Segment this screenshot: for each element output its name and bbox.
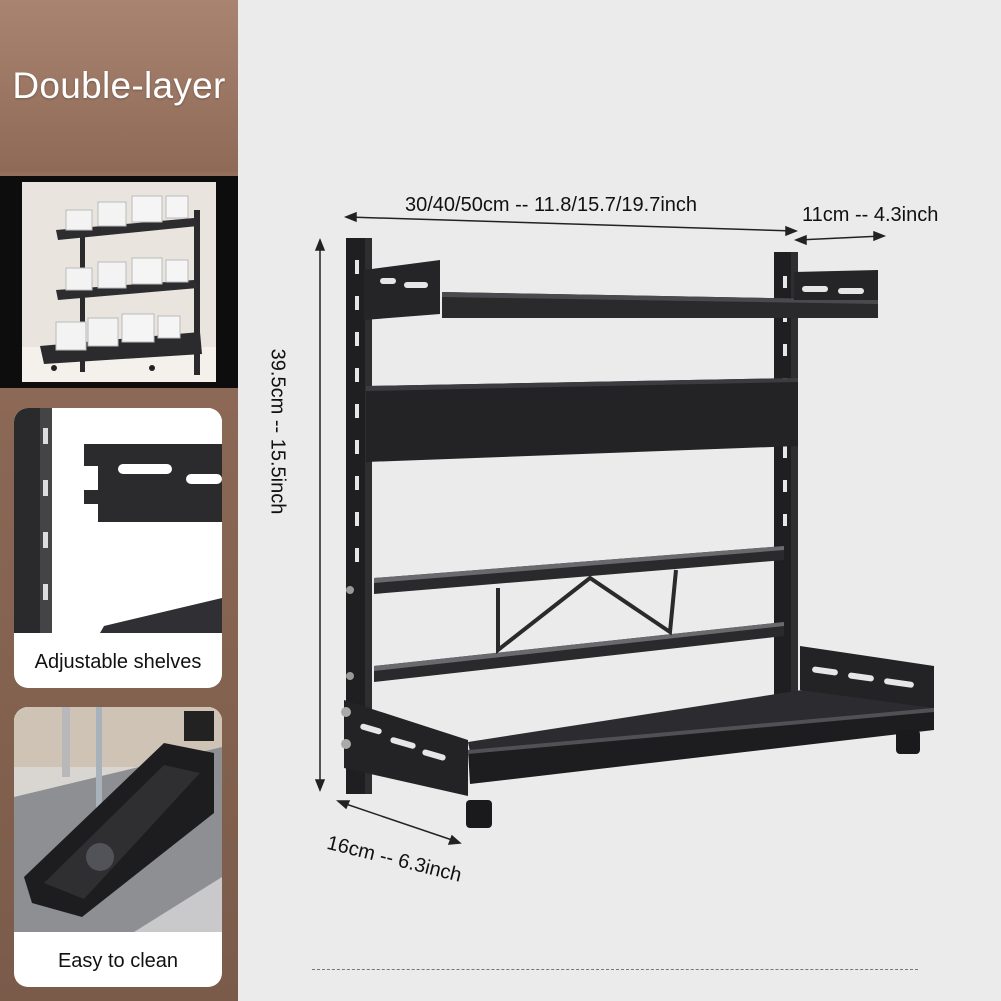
foot-right — [896, 730, 920, 754]
kitchen-photo-illustration — [22, 182, 216, 382]
depth-bottom-arrow — [336, 800, 462, 845]
sink-rinse-illustration — [14, 707, 222, 932]
top-shelf-bracket-left — [364, 260, 440, 320]
height-dimension-label: 39.5cm -- 15.5inch — [266, 348, 289, 515]
width-dimension-label: 30/40/50cm -- 11.8/15.7/19.7inch — [405, 194, 698, 216]
dashed-divider — [312, 969, 918, 970]
left-panel: Double-layer — [0, 0, 238, 1001]
width-arrow — [343, 211, 799, 237]
adjustable-shelves-card: Adjustable shelves — [14, 408, 222, 688]
depth-top-arrow — [793, 230, 887, 246]
bottom-tray-front — [468, 708, 934, 784]
bottom-tray-side — [344, 700, 468, 796]
back-panel — [366, 378, 798, 462]
title-block: Double-layer — [0, 0, 238, 172]
foot-front — [466, 800, 492, 828]
height-arrow — [314, 237, 326, 793]
v-brace — [496, 569, 678, 655]
feature-label-adjustable: Adjustable shelves — [34, 651, 202, 673]
bottom-tray-floor — [468, 690, 934, 752]
panel-title: Double-layer — [12, 65, 226, 106]
easy-clean-card: Easy to clean — [14, 707, 222, 987]
shelf-bracket-closeup — [14, 408, 222, 633]
feature-label-clean: Easy to clean — [57, 950, 179, 972]
rack-diagram — [314, 211, 934, 845]
top-shelf-bracket-right — [794, 270, 878, 300]
top-depth-dimension-label: 11cm -- 4.3inch — [802, 204, 939, 226]
product-photo — [0, 176, 238, 388]
